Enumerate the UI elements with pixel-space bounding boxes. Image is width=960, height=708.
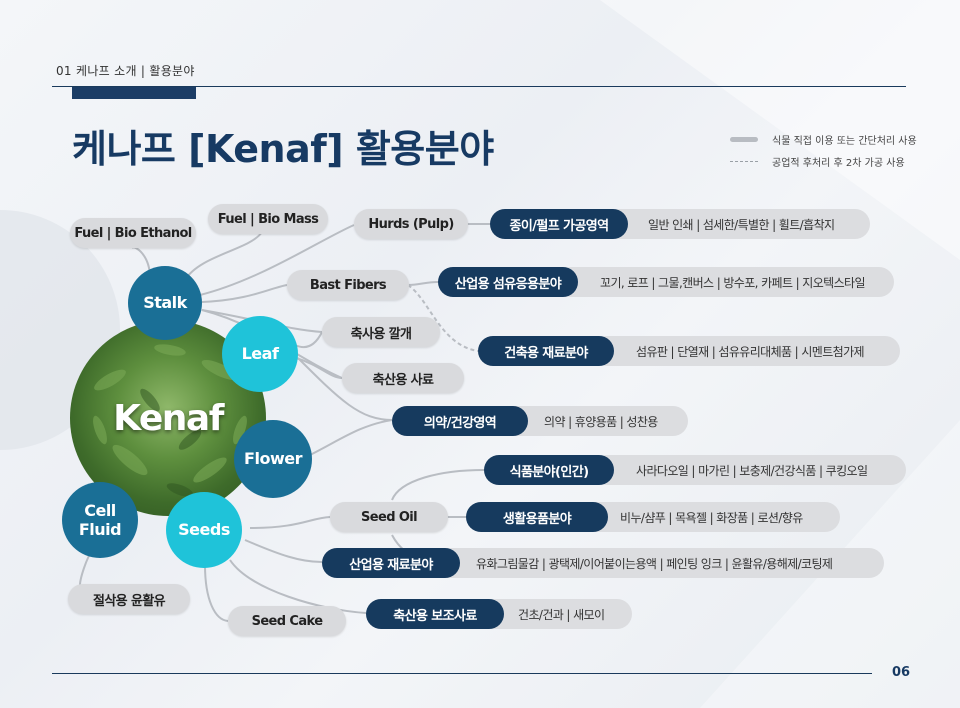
product-hurds-pulp: Hurds (Pulp) <box>354 209 468 239</box>
product-livestock-bedding: 축사용 깔개 <box>322 317 440 347</box>
field-desc-paper: 일반 인쇄 | 섬세한/특별한 | 휠트/흡착지 <box>604 209 870 239</box>
field-food: 식품분야(인간) <box>484 455 614 485</box>
field-desc-textile: 꼬기, 로프 | 그물,캔버스 | 방수포, 카페트 | 지오텍스타일 <box>556 267 894 297</box>
product-bast-fibers: Bast Fibers <box>287 270 409 300</box>
field-medical-health: 의약/건강영역 <box>392 406 528 436</box>
field-desc-household: 비누/샴푸 | 목욕젤 | 화장품 | 로션/향유 <box>576 502 840 532</box>
legend-solid-row: 식물 직접 이용 또는 간단처리 사용 <box>730 128 917 150</box>
part-flower: Flower <box>234 420 312 498</box>
field-industrial-material: 산업용 재료분야 <box>322 548 460 578</box>
legend: 식물 직접 이용 또는 간단처리 사용 공업적 후처리 후 2차 가공 사용 <box>730 128 917 172</box>
field-desc-construction: 섬유판 | 단열재 | 섬유유리대체품 | 시멘트첨가제 <box>592 336 900 366</box>
product-seed-oil: Seed Oil <box>330 502 448 532</box>
product-livestock-feed: 축산용 사료 <box>342 363 464 393</box>
legend-solid-line-icon <box>730 136 758 142</box>
legend-solid-label: 식물 직접 이용 또는 간단처리 사용 <box>772 135 917 147</box>
center-label: Kenaf <box>113 397 224 439</box>
field-desc-feed-supplement: 건초/건과 | 새모이 <box>474 599 632 629</box>
field-desc-food: 사라다오일 | 마가린 | 보충제/건강식품 | 쿠킹오일 <box>592 455 906 485</box>
legend-dashed-label: 공업적 후처리 후 2차 가공 사용 <box>772 157 905 169</box>
breadcrumb: 01 케나프 소개 | 활용분야 <box>56 64 195 78</box>
product-cutting-lubricant: 절삭용 윤활유 <box>68 584 190 614</box>
product-fuel-bio-mass: Fuel | Bio Mass <box>208 204 328 234</box>
field-feed-supplement: 축산용 보조사료 <box>366 599 504 629</box>
field-paper-pulp: 종이/펄프 가공영역 <box>490 209 628 239</box>
part-seeds: Seeds <box>166 492 242 568</box>
field-desc-medical: 의약 | 휴양용품 | 성찬용 <box>500 406 688 436</box>
part-leaf: Leaf <box>222 316 298 392</box>
part-stalk: Stalk <box>128 266 202 340</box>
field-desc-industrial-material: 유화그림물감 | 광택제/이어붙이는용액 | 페인팅 잉크 | 윤활유/용해제/… <box>432 548 884 578</box>
field-construction: 건축용 재료분야 <box>478 336 614 366</box>
header-accent-bar <box>72 87 196 99</box>
product-fuel-bio-ethanol: Fuel | Bio Ethanol <box>70 218 196 248</box>
footer-divider <box>52 673 872 674</box>
part-cell-fluid-label: Cell Fluid <box>78 500 122 539</box>
legend-dashed-line-icon <box>730 160 758 162</box>
field-household: 생활용품분야 <box>466 502 608 532</box>
header-divider <box>52 86 906 87</box>
page-title: 케나프 [Kenaf] 활용분야 <box>72 127 494 171</box>
part-cell-fluid: Cell Fluid <box>62 482 138 558</box>
page-number: 06 <box>892 665 911 680</box>
field-industrial-textile: 산업용 섬유응용분야 <box>438 267 578 297</box>
product-seed-cake: Seed Cake <box>228 606 346 636</box>
legend-dashed-row: 공업적 후처리 후 2차 가공 사용 <box>730 150 917 172</box>
